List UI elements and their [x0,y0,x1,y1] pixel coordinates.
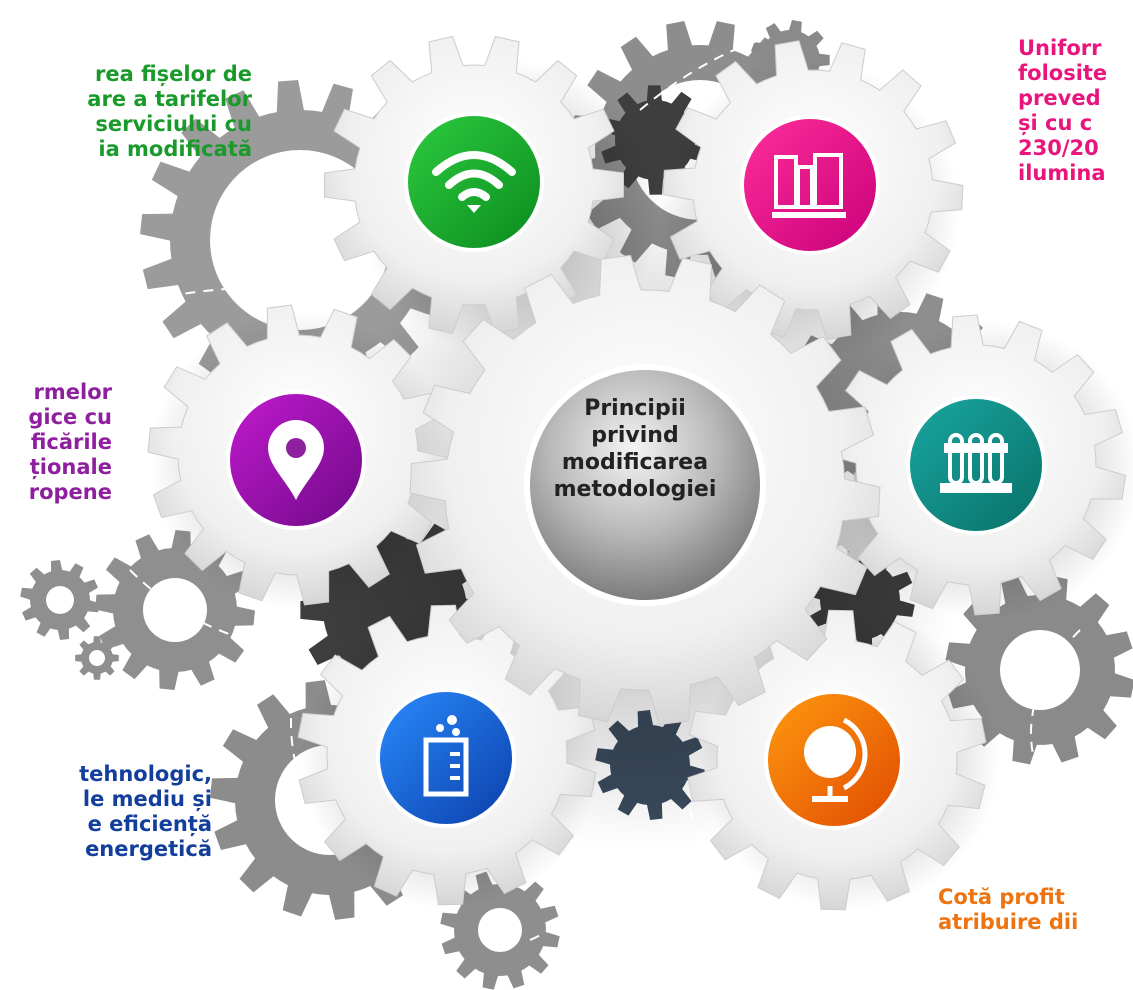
test-tubes-disc [906,395,1046,535]
books-disc [740,115,880,255]
location-pin-disc [226,390,366,530]
label-blue: tehnologic, le mediu și e eficiență ener… [79,762,212,861]
test-tubes-icon [940,433,1012,493]
dashed-arrow [290,664,341,861]
center-disc [524,364,766,606]
dashed-arrows [129,39,1081,941]
center-title: Principii privind modificarea metodologi… [553,396,717,502]
label-orange: Cotă profit atribuire dii [938,885,1079,934]
wifi-icon [432,151,516,213]
books-icon [772,153,846,218]
location-pin-icon [268,420,324,500]
beaker-disc [376,688,516,828]
dashed-arrow [1030,629,1081,781]
label-pink: Uniforr folosite preved și cu c 230/20 i… [1018,36,1108,185]
icon-discs [226,112,1046,830]
beaker-icon [423,715,469,797]
globe-icon [804,717,868,802]
bg-gear [20,560,100,640]
wifi-disc [404,112,544,252]
dashed-arrow [129,569,301,651]
dashed-arrow [639,39,761,111]
dashed-arrow [529,869,567,941]
bg-gear [75,636,119,680]
globe-disc [764,690,904,830]
label-green: rea fișelor de are a tarifelor serviciul… [87,62,252,161]
label-purple: rmelor gice cu ficările ționale ropene [28,380,112,504]
